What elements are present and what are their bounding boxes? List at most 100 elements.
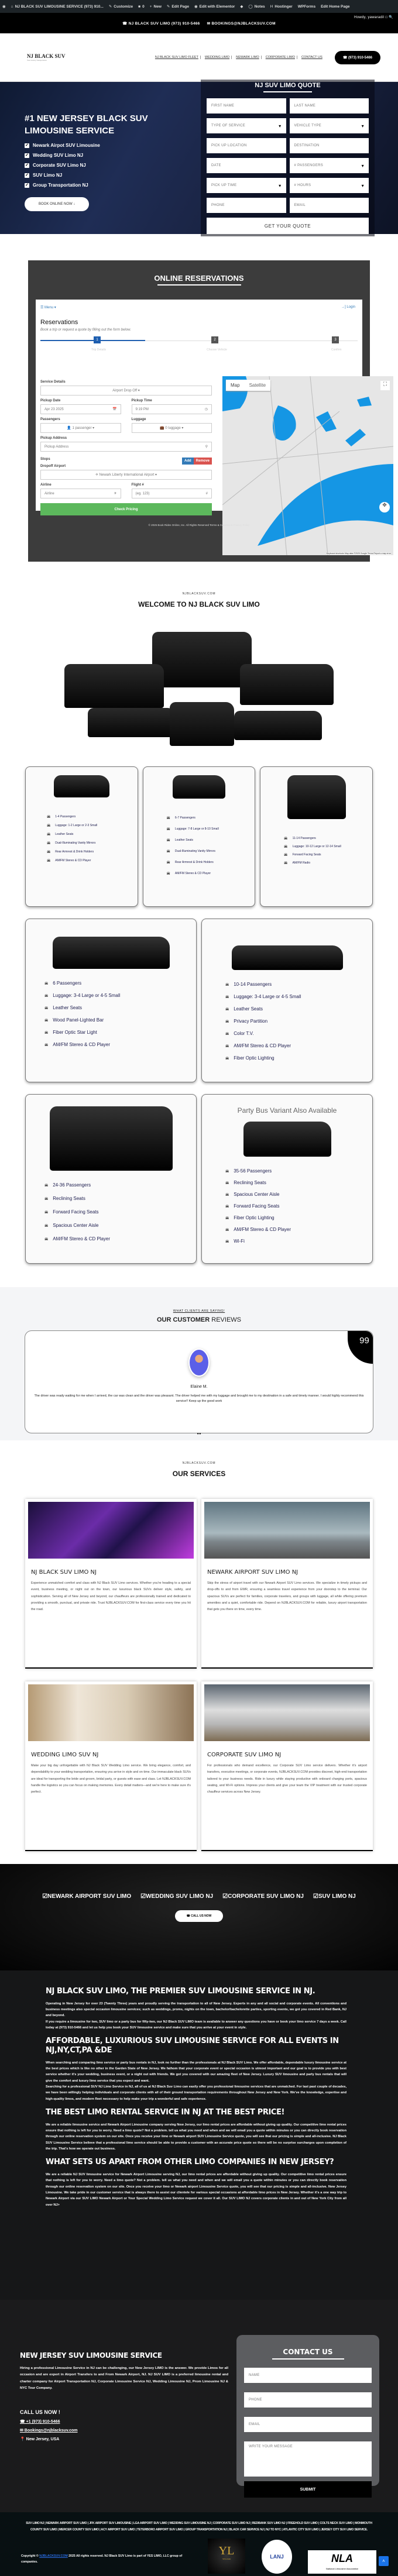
wordpress-icon[interactable]: ◉ — [2, 5, 6, 9]
nav-link-wedding-limo[interactable]: WEDDING LIMO — [203, 56, 232, 59]
flight-input[interactable]: (eg. 123)# — [131, 489, 212, 498]
quote-hours-select[interactable]: # HOURS — [289, 178, 369, 193]
header-call-button[interactable]: ☎ (973) 910-5466 — [334, 50, 380, 64]
admin-comments[interactable]: ■ 0 — [138, 4, 145, 9]
cta-link[interactable]: NEWARK AIRPORT SUV LIMO — [42, 1893, 131, 1900]
map-attribution[interactable]: Keyboard shortcuts Map data ©2025 Google… — [326, 552, 391, 555]
widget-login[interactable]: →] Login — [341, 305, 355, 309]
admin-elementor[interactable]: ◉ Edit with Elementor — [194, 4, 235, 9]
fullscreen-icon[interactable]: ⛶ — [380, 381, 390, 390]
satellite-tab[interactable]: Satellite — [249, 383, 266, 388]
vehicle-card-heading: Party Bus Variant Also Available — [237, 1106, 337, 1115]
footer: NEW JERSEY SUV LIMOUSINE SERVICE Hiring … — [0, 2300, 398, 2512]
cta-link[interactable]: CORPORATE SUV LIMO NJ — [222, 1893, 304, 1900]
check-pricing-button[interactable]: Check Pricing — [40, 503, 212, 515]
hero-bullet-text: Group Transportation NJ — [33, 183, 88, 188]
admin-edit-page[interactable]: ✎ Edit Page — [166, 4, 189, 9]
admin-hostinger[interactable]: H Hostinger — [270, 4, 293, 9]
quote-pick-up-location-input[interactable]: PICK UP LOCATION — [207, 138, 286, 153]
howdy-user[interactable]: Howdy, yawaradil □ 🔍 — [354, 16, 393, 19]
topbar-phone[interactable]: ☎ NJ BLACK SUV LIMO (973) 910-5466 — [122, 21, 200, 26]
diamond-icon[interactable]: ◆ — [240, 5, 243, 9]
quote-pick-up-time-select[interactable]: PICK UP TIME — [207, 178, 286, 193]
admin-new[interactable]: + New — [149, 4, 162, 9]
admin-customize[interactable]: ✎ Customize — [108, 4, 133, 9]
vehicle-feature: Privacy Partition — [225, 1019, 372, 1024]
scroll-to-top-button[interactable]: ˄ — [379, 2556, 389, 2566]
calendar-icon: 📅 — [112, 408, 117, 411]
reservations-footer[interactable]: © 2025 Book Rides Online, Inc. All Right… — [148, 524, 250, 527]
vehicle-card: 24-36 PassengersReclining SeatsForward F… — [25, 1094, 197, 1264]
vehicle-feature: Luggage: 3-4 Large or 4-5 Small — [44, 993, 196, 998]
quote-date-input[interactable]: DATE — [207, 158, 286, 173]
cta-link[interactable]: SUV LIMO NJ — [313, 1893, 356, 1900]
quote-icon: 99 — [348, 1331, 373, 1364]
google-map[interactable]: Map Satellite ⛶ ✥ Keyboard shortcuts Map … — [222, 376, 393, 555]
nav-link-corporate-limo[interactable]: CORPORATE LIMO — [264, 56, 297, 59]
widget-title: Reservations — [40, 319, 78, 326]
admin-wpforms[interactable]: WPForms — [297, 4, 316, 9]
remove-stop-button[interactable]: Remove — [193, 458, 212, 465]
step-3[interactable]: 3 — [332, 336, 339, 343]
service-title: CORPORATE SUV LIMO NJ — [207, 1752, 282, 1758]
quote-destination-input[interactable]: DESTINATION — [289, 138, 369, 153]
cta-link[interactable]: WEDDING SUV LIMO NJ — [140, 1893, 213, 1900]
luggage-label: Luggage — [131, 418, 146, 421]
airline-input[interactable]: Airline✈ — [40, 489, 121, 498]
map-pan-control[interactable]: ✥ — [379, 502, 390, 513]
book-online-button[interactable]: BOOK ONLINE NOW ↓ — [25, 197, 90, 211]
copyright-link[interactable]: NJBLACKSUV.COM — [39, 2554, 68, 2558]
nav-link-nj-black-suv-limo-fleet[interactable]: NJ BLACK SUV LIMO FLEET — [153, 56, 201, 59]
pickup-date-input[interactable]: Apr 23 2025📅 — [40, 404, 121, 414]
pickup-address-input[interactable]: Pickup Address⚲ — [40, 442, 212, 452]
step-1[interactable]: 1 — [94, 336, 101, 343]
contact-message-input[interactable]: WRITE YOUR MESSAGE — [244, 2441, 372, 2477]
contact-submit-button[interactable]: SUBMIT — [244, 2481, 372, 2498]
vehicle-feature: AM/FM Stereo & CD Player — [167, 872, 255, 875]
dropoff-airport-select[interactable]: ✈ Newark Liberty International Airport ▾ — [40, 470, 212, 480]
quote-type-of-service-select[interactable]: TYPE OF SERVICE — [207, 118, 286, 133]
about-paragraph: When searching and comparing limo servic… — [46, 2061, 346, 2083]
hero-bullet-text: SUV Limo NJ — [33, 173, 63, 178]
quote-last-name-input[interactable]: LAST NAME — [289, 98, 369, 114]
hero-bullet-text: Corporate SUV Limo NJ — [33, 163, 86, 168]
vehicle-card: 6 PassengersLuggage: 3-4 Large or 4-5 Sm… — [25, 919, 197, 1082]
topbar-email[interactable]: ✉ BOOKINGS@NJBLACKSUV.COM — [207, 21, 276, 26]
step-2[interactable]: 2 — [211, 336, 218, 343]
call-us-now-button[interactable]: ☎ CALL US NOW — [174, 1910, 224, 1922]
service-select[interactable]: Airport Drop Off ▾ — [40, 386, 212, 395]
footer-email-link[interactable]: ✉ Bookings@njblacksuv.com — [20, 2429, 78, 2433]
admin-edit-home[interactable]: Edit Home Page — [321, 4, 350, 9]
contact-phone-input[interactable]: PHONE — [244, 2392, 372, 2408]
checkbox-icon: ✓ — [25, 153, 29, 158]
quote-passengers-select[interactable]: # PASSENGERS — [289, 158, 369, 173]
contact-email-input[interactable]: EMAIL — [244, 2417, 372, 2432]
about-paragraph: We are a reliable limousine service and … — [46, 2123, 346, 2151]
get-quote-button[interactable]: GET YOUR QUOTE — [207, 218, 369, 234]
vehicle-feature: Leather Seats — [167, 838, 255, 842]
about-paragraph: If you require a limousine for two, SUV … — [46, 2020, 346, 2030]
luggage-select[interactable]: 💼 0 luggage ▾ — [131, 423, 212, 433]
widget-menu[interactable]: ☰ Menu ▾ — [40, 306, 56, 309]
pickup-time-input[interactable]: 9:19 PM◷ — [131, 404, 212, 414]
quote-email-input[interactable]: EMAIL — [289, 198, 369, 213]
contact-name-input[interactable]: NAME — [244, 2368, 372, 2383]
about-heading: AFFORDABLE, LUXURIOUS SUV LIMOUSINE SERV… — [46, 2037, 339, 2055]
carousel-dots[interactable]: ●● — [197, 1432, 201, 1436]
footer-phone-link[interactable]: ☎ +1 (973) 910-5466 — [20, 2420, 60, 2424]
passengers-select[interactable]: 👤 1 passenger ▾ — [40, 423, 121, 433]
quote-vehicle-type-select[interactable]: VEHICLE TYPE — [289, 118, 369, 133]
nav-link-contact-us[interactable]: CONTACT US — [301, 56, 322, 59]
quote-first-name-input[interactable]: FIRST NAME — [207, 98, 286, 114]
footer-service-links[interactable]: SUV LIMO NJ | NEWARK AIRPORT SUV LIMO | … — [26, 2522, 372, 2532]
add-stop-button[interactable]: Add — [181, 458, 194, 465]
map-tab[interactable]: Map — [231, 383, 240, 388]
quote-phone-input[interactable]: PHONE — [207, 198, 286, 213]
nav-link-newark-limo[interactable]: NEWARK LIMO — [234, 56, 262, 59]
admin-site-name[interactable]: ⌂ NJ BLACK SUV LIMOUSINE SERVICE (973) 9… — [11, 4, 104, 9]
admin-notes[interactable]: ◯ Notes — [248, 4, 265, 9]
